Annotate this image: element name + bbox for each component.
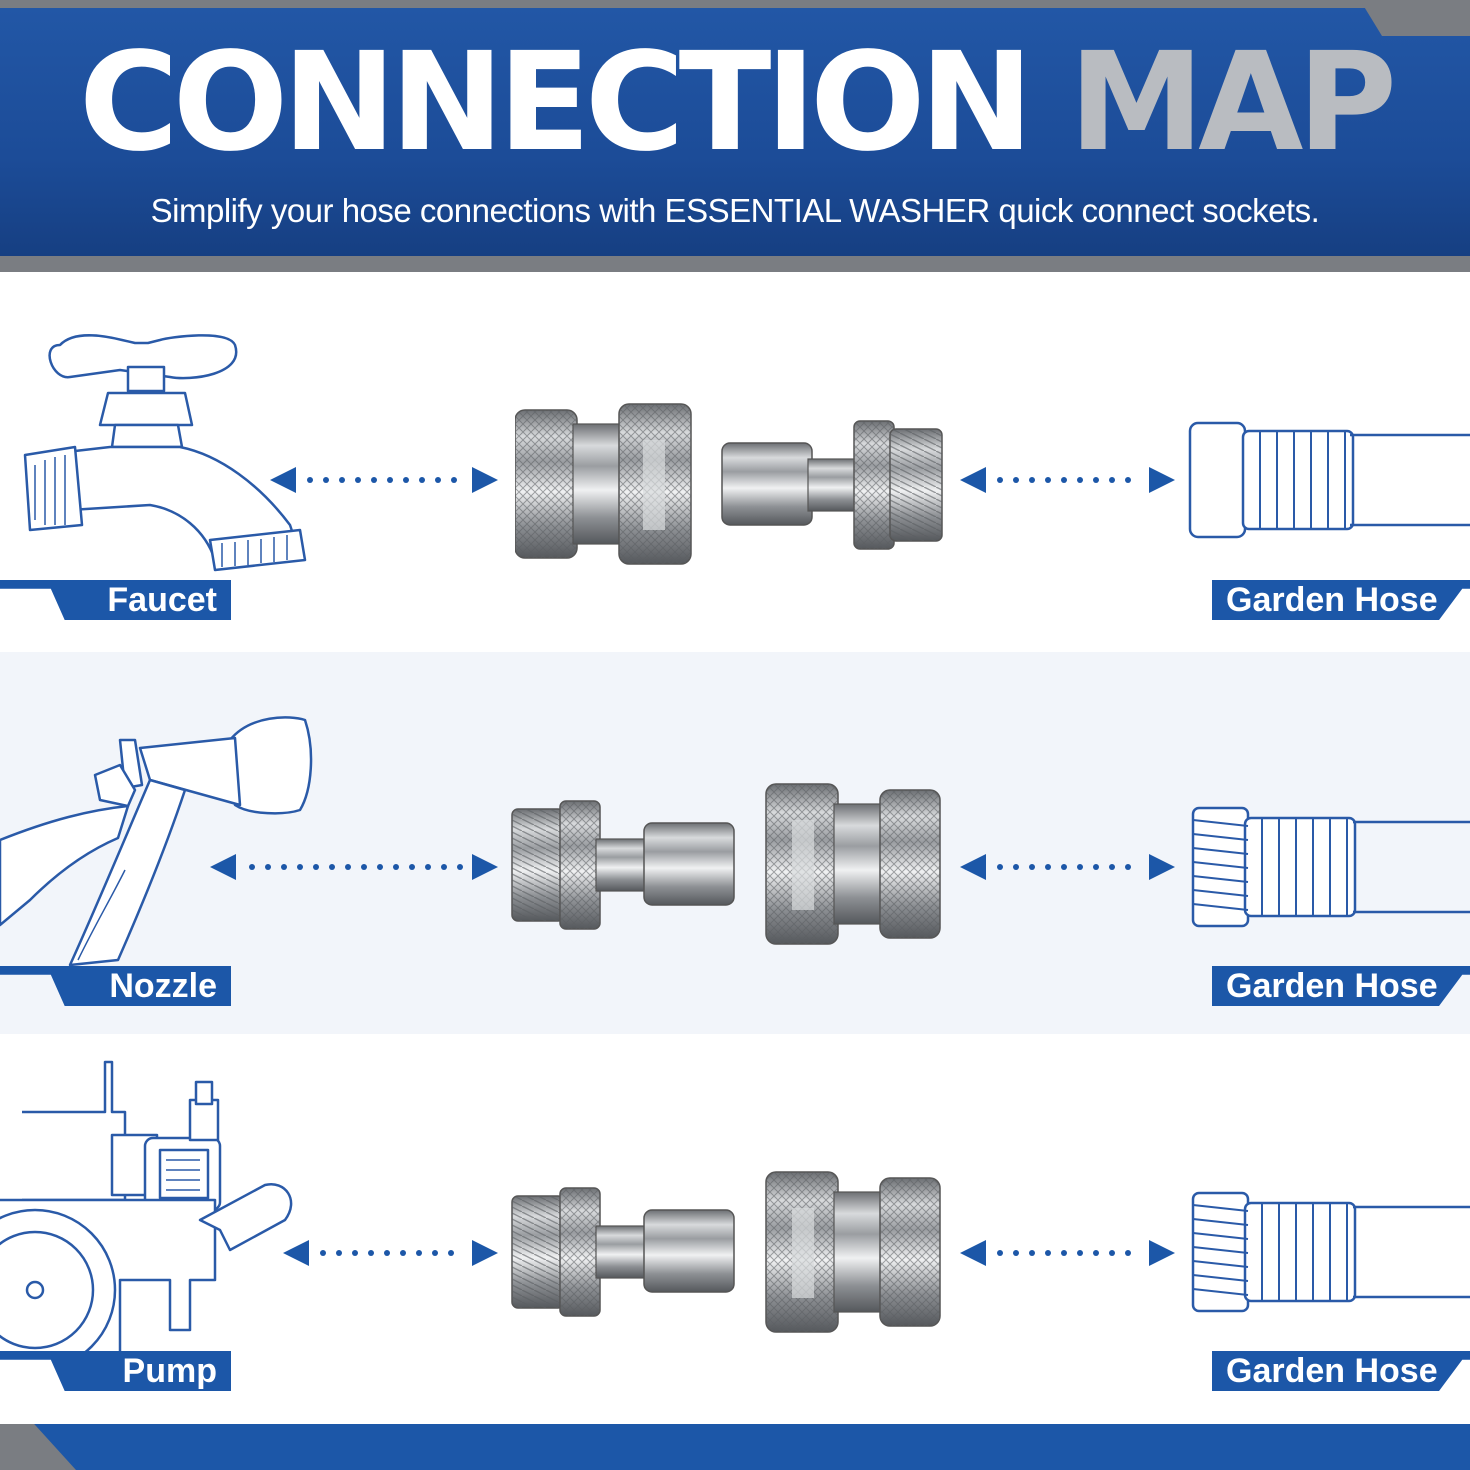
- page-title: CONNECTION MAP: [0, 28, 1470, 178]
- spray-nozzle-icon: [0, 716, 313, 967]
- arrow-right-1: [960, 467, 1175, 493]
- quick-connect-socket-1: [515, 403, 692, 565]
- footer-bar: [0, 1424, 1470, 1470]
- quick-connect-socket-2: [765, 783, 941, 945]
- label-garden-hose-2-bar: [1212, 966, 1470, 1006]
- quick-connect-socket-3: [765, 1171, 941, 1333]
- label-pump-text: Pump: [122, 1352, 217, 1390]
- label-faucet: Faucet: [0, 580, 231, 620]
- header-banner: CONNECTION MAP Simplify your hose connec…: [0, 0, 1470, 272]
- quick-connect-plug-1: [721, 420, 943, 550]
- header-background: [0, 8, 1470, 256]
- page-subtitle: Simplify your hose connections with ESSE…: [150, 192, 1320, 229]
- arrow-right-3: [960, 1240, 1175, 1266]
- arrow-left-2: [210, 854, 498, 880]
- label-garden-hose-3: Garden Hose: [1212, 1351, 1470, 1391]
- faucet-icon: [23, 334, 307, 572]
- label-garden-hose-3-text: Garden Hose: [1226, 1352, 1438, 1390]
- label-garden-hose-1-text: Garden Hose: [1226, 581, 1438, 619]
- label-garden-hose-1-bar: [1212, 580, 1470, 620]
- label-pump: Pump: [0, 1351, 231, 1391]
- quick-connect-plug-3: [511, 1187, 735, 1317]
- arrow-right-2: [960, 854, 1175, 880]
- header-corner-notch: [1360, 0, 1470, 36]
- footer-corner-tab: [0, 1424, 76, 1470]
- label-faucet-text: Faucet: [107, 581, 217, 619]
- garden-hose-icon-2: [1191, 806, 1470, 928]
- title-word-map: MAP: [1068, 24, 1397, 182]
- label-nozzle: Nozzle: [0, 966, 231, 1006]
- arrow-left-1: [270, 467, 498, 493]
- label-nozzle-text: Nozzle: [109, 967, 217, 1005]
- title-word-connection: CONNECTION: [78, 24, 1034, 182]
- garden-hose-icon-1: [1188, 421, 1470, 539]
- label-garden-hose-2-text: Garden Hose: [1226, 967, 1438, 1005]
- pressure-washer-pump-icon: [0, 1060, 293, 1360]
- quick-connect-plug-2: [511, 800, 735, 930]
- label-garden-hose-3-bar: [1212, 1351, 1470, 1391]
- arrow-left-3: [283, 1240, 498, 1266]
- label-garden-hose-2: Garden Hose: [1212, 966, 1470, 1006]
- garden-hose-icon-3: [1191, 1191, 1470, 1313]
- label-garden-hose-1: Garden Hose: [1212, 580, 1470, 620]
